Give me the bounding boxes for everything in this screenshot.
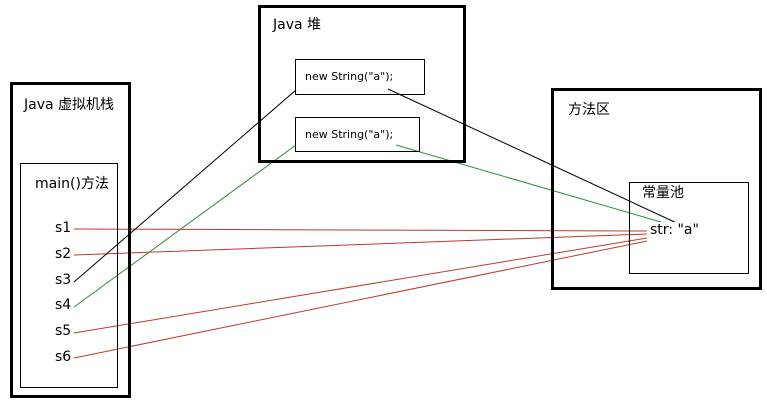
link-heap-object-1-to-pool	[387, 88, 682, 226]
heap-object-1: new String("a");	[295, 59, 425, 95]
constant-pool-entry: str: "a"	[650, 222, 699, 238]
method-area-title: 方法区	[568, 102, 610, 118]
stack-var-s3: s3	[55, 272, 72, 288]
method-area-box: 方法区 常量池 str: "a"	[551, 88, 762, 290]
stack-var-s2: s2	[55, 246, 72, 262]
stack-var-s5: s5	[55, 323, 72, 339]
stack-var-s6: s6	[55, 349, 72, 365]
stack-var-s4: s4	[55, 297, 72, 313]
jvm-stack-box: Java 虚拟机栈 main()方法	[10, 82, 131, 398]
main-method-frame: main()方法	[20, 163, 118, 388]
java-heap-box: Java 堆 new String("a"); new String("a");	[258, 5, 466, 163]
link-s4-to-heap-object-2	[73, 144, 297, 308]
heap-object-2-label: new String("a");	[305, 128, 394, 141]
main-method-title: main()方法	[35, 176, 109, 192]
jvm-stack-title: Java 虚拟机栈	[24, 97, 115, 113]
link-heap-object-2-to-pool	[395, 144, 679, 228]
constant-pool-box: 常量池 str: "a"	[629, 182, 749, 274]
constant-pool-title: 常量池	[642, 185, 684, 201]
heap-object-1-label: new String("a");	[305, 70, 394, 83]
java-heap-title: Java 堆	[273, 17, 322, 33]
heap-object-2: new String("a");	[295, 117, 420, 152]
stack-var-s1: s1	[55, 220, 72, 236]
